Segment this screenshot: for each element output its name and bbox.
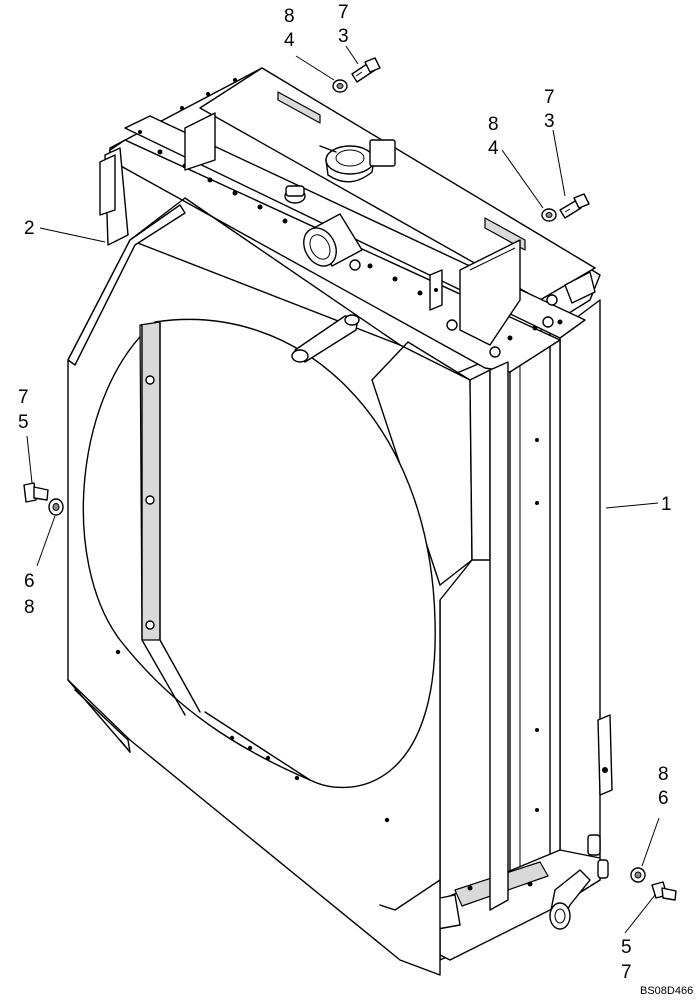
top-washer-a (332, 79, 348, 93)
top-bolt-a (351, 57, 381, 83)
callout-left-bolt-item: 5 (18, 412, 29, 433)
callout-top-washer-a-item: 4 (284, 30, 295, 51)
small-cap (284, 185, 306, 204)
callout-top-bolt-a-item: 3 (338, 26, 349, 47)
callout-top-bolt-b-item: 3 (544, 111, 555, 132)
callout-shroud: 2 (24, 218, 35, 239)
callout-right-bolt-item: 5 (621, 937, 632, 958)
fan-shroud (67, 147, 509, 976)
filler-neck (319, 139, 396, 183)
callout-left-bolt-qty: 7 (18, 387, 29, 408)
shroud-bracket (291, 314, 360, 363)
callout-top-washer-b-item: 4 (488, 138, 499, 159)
callout-top-washer-a-qty: 8 (284, 6, 295, 27)
left-bolt (23, 482, 49, 503)
callout-top-bolt-a-qty: 7 (338, 2, 349, 23)
top-washer-b (541, 208, 557, 222)
callout-radiator: 1 (661, 494, 672, 515)
left-washer (48, 498, 64, 516)
callout-labels: 8 4 7 3 7 3 8 4 2 1 7 5 6 8 8 6 5 7 (18, 2, 672, 983)
callout-top-bolt-b-qty: 7 (544, 87, 555, 108)
leader-lines (26, 45, 660, 934)
flange-holes (138, 78, 563, 341)
callout-right-bolt-qty: 7 (621, 962, 632, 983)
callout-left-washer-qty: 8 (24, 597, 35, 618)
callout-right-washer-item: 6 (658, 788, 669, 809)
callout-top-washer-b-qty: 8 (488, 114, 499, 135)
top-bolt-b (559, 193, 590, 219)
top-tank (109, 67, 601, 373)
callout-right-washer-qty: 8 (658, 764, 669, 785)
right-bolt (651, 881, 677, 901)
callout-left-washer-item: 6 (24, 571, 35, 592)
figure-id: BS08D466 (640, 985, 693, 997)
inlet-pipe (303, 213, 363, 267)
right-washer (630, 867, 646, 883)
